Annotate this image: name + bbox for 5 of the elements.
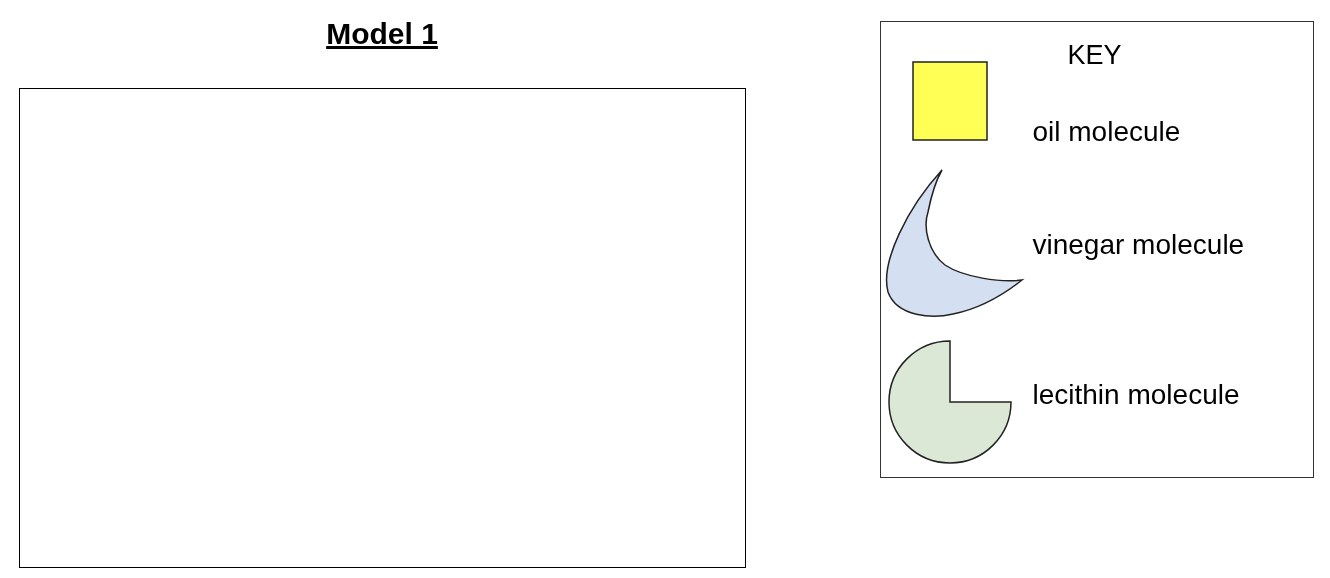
key-heading: KEY [1067,38,1122,71]
legend-label: lecithin molecule [1032,378,1240,411]
legend-label: oil molecule [1032,115,1181,148]
title: Model 1 [326,17,438,51]
legend-label: vinegar molecule [1032,228,1245,261]
